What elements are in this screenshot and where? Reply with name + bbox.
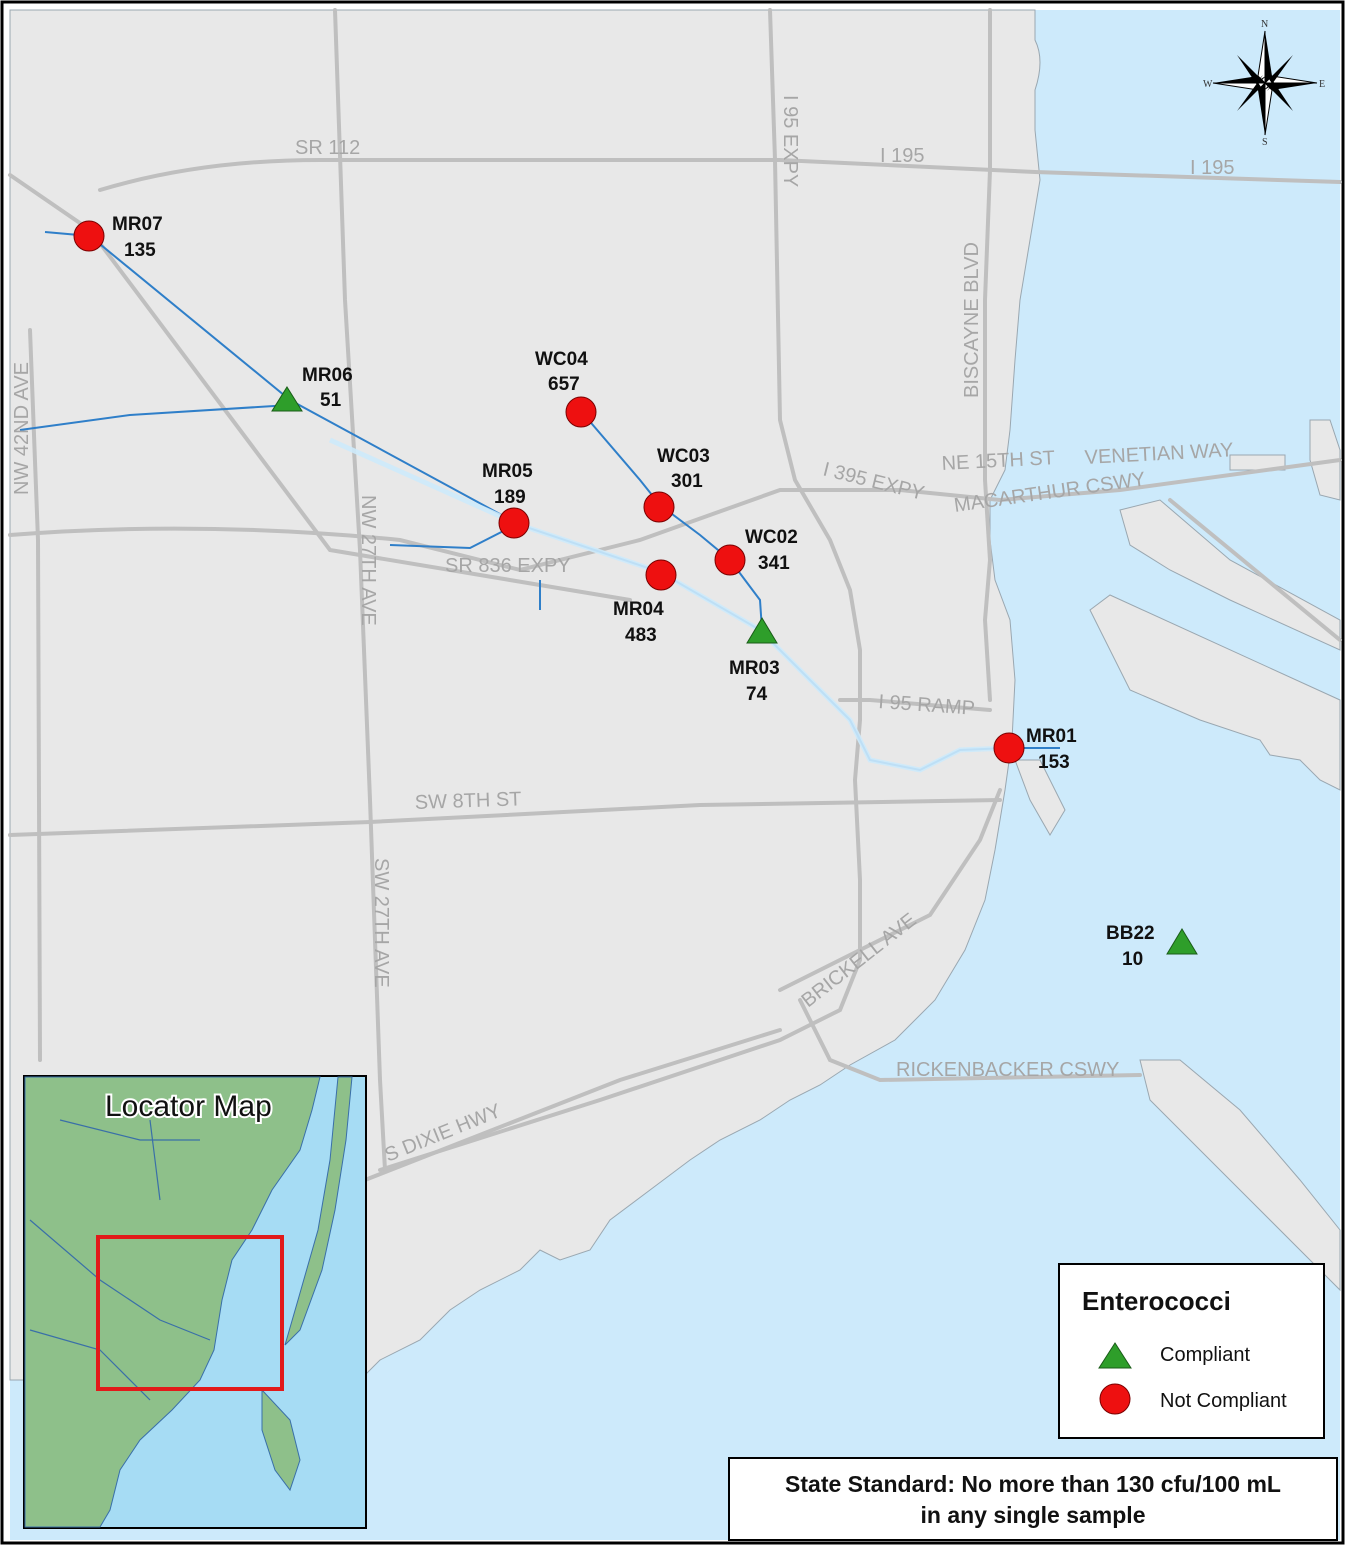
site-value: 341 (758, 553, 790, 574)
label-nw42: NW 42ND AVE (11, 362, 33, 495)
site-value: 10 (1122, 949, 1143, 970)
site-value: 153 (1038, 752, 1070, 773)
site-marker-not-compliant[interactable] (565, 396, 597, 428)
locator-canals (29, 1119, 211, 1401)
standard-note-line1: State Standard: No more than 130 cfu/100… (785, 1471, 1281, 1497)
site-marker-not-compliant[interactable] (498, 507, 530, 539)
site-marker-not-compliant[interactable] (993, 732, 1025, 764)
road-biscayne (982, 8, 993, 702)
site-id: BB22 (1106, 923, 1155, 944)
standard-note: State Standard: No more than 130 cfu/100… (728, 1457, 1338, 1541)
canal-tamiami (19, 404, 291, 431)
label-nw27: NW 27TH AVE (357, 495, 379, 626)
compass-w: W (1203, 79, 1213, 90)
road-sr836-west (8, 173, 632, 602)
road-network (8, 8, 1342, 1182)
virginia-key (1139, 1059, 1341, 1292)
legend-not-compliant-marker (1099, 1383, 1131, 1415)
site-id: MR06 (302, 365, 353, 386)
site-value: 483 (625, 625, 657, 646)
compass-e: E (1319, 79, 1325, 90)
label-sw8: SW 8TH ST (414, 788, 521, 814)
road-i95 (378, 8, 862, 1172)
legend-title: Enterococci (1082, 1286, 1231, 1316)
road-nw27 (333, 8, 387, 1172)
site-id: MR01 (1026, 726, 1077, 747)
port-island (1089, 594, 1341, 791)
road-rickenbacker (798, 998, 1142, 1083)
site-value: 74 (746, 684, 768, 705)
road-sr836-i395 (8, 458, 1342, 573)
locator-extent-box (96, 1235, 284, 1391)
label-sr836: SR 836 EXPY (445, 555, 571, 577)
label-i195-east: I 195 (1190, 157, 1234, 179)
site-marker-not-compliant[interactable] (645, 559, 677, 591)
locator-land (24, 1076, 321, 1528)
label-biscayne: BISCAYNE BLVD (961, 242, 983, 398)
site-value: 51 (320, 390, 342, 411)
site-marker-compliant[interactable] (271, 386, 303, 412)
label-sw27: SW 27TH AVE (370, 858, 392, 988)
site-id: MR04 (613, 599, 664, 620)
compass-s: S (1262, 137, 1268, 148)
road-sw8 (8, 798, 1002, 837)
site-id: WC02 (745, 527, 798, 548)
site-marker-not-compliant[interactable] (73, 220, 105, 252)
locator-title: Locator Map (105, 1090, 272, 1123)
site-id: MR07 (112, 214, 163, 235)
claughton-island (1014, 759, 1066, 836)
site-id: WC03 (657, 446, 710, 467)
wagner-creek (579, 409, 763, 631)
dodge-island (1119, 499, 1341, 651)
sample-sites: MR07 135 MR06 51 WC04 657 MR05 189 WC03 … (73, 214, 1198, 970)
site-marker-compliant[interactable] (1166, 928, 1198, 955)
locator-map: Locator Map (23, 1075, 367, 1529)
river-water (328, 437, 1009, 773)
site-marker-not-compliant[interactable] (714, 544, 746, 576)
label-rickenbacker: RICKENBACKER CSWY (896, 1059, 1119, 1081)
site-value: 189 (494, 487, 526, 508)
label-i95-expy: I 95 EXPY (779, 95, 801, 187)
site-value: 657 (548, 374, 580, 395)
venetian-island (1229, 454, 1286, 471)
road-dixie (363, 1028, 782, 1182)
locator-barrier-island (284, 1076, 353, 1346)
miami-beach (1309, 419, 1341, 501)
label-i195-west: I 195 (880, 145, 924, 167)
compass-n: N (1261, 19, 1268, 30)
road-sr112-i195 (98, 158, 1342, 192)
legend-compliant-marker (1098, 1342, 1132, 1369)
standard-note-line2: in any single sample (921, 1502, 1146, 1528)
site-value: 301 (671, 471, 703, 492)
north-arrow-icon: N S E W (1203, 19, 1325, 148)
site-marker-compliant[interactable] (746, 617, 778, 644)
site-marker-not-compliant[interactable] (643, 491, 675, 523)
road-i95-ramp (838, 698, 992, 712)
locator-key (261, 1388, 301, 1492)
label-sr112: SR 112 (295, 137, 360, 159)
site-id: MR05 (482, 461, 533, 482)
legend-not-compliant-label: Not Compliant (1160, 1390, 1287, 1412)
road-port-blvd (1168, 498, 1342, 642)
standard-note-box (728, 1457, 1338, 1541)
site-id: MR03 (729, 658, 780, 679)
site-value: 135 (124, 240, 156, 261)
legend: Enterococci Compliant Not Compliant (1058, 1263, 1325, 1439)
legend-compliant-label: Compliant (1160, 1344, 1250, 1366)
canal-spur (389, 524, 516, 550)
road-brickell (778, 788, 1002, 992)
road-nw42 (28, 328, 42, 1062)
site-id: WC04 (535, 349, 588, 370)
